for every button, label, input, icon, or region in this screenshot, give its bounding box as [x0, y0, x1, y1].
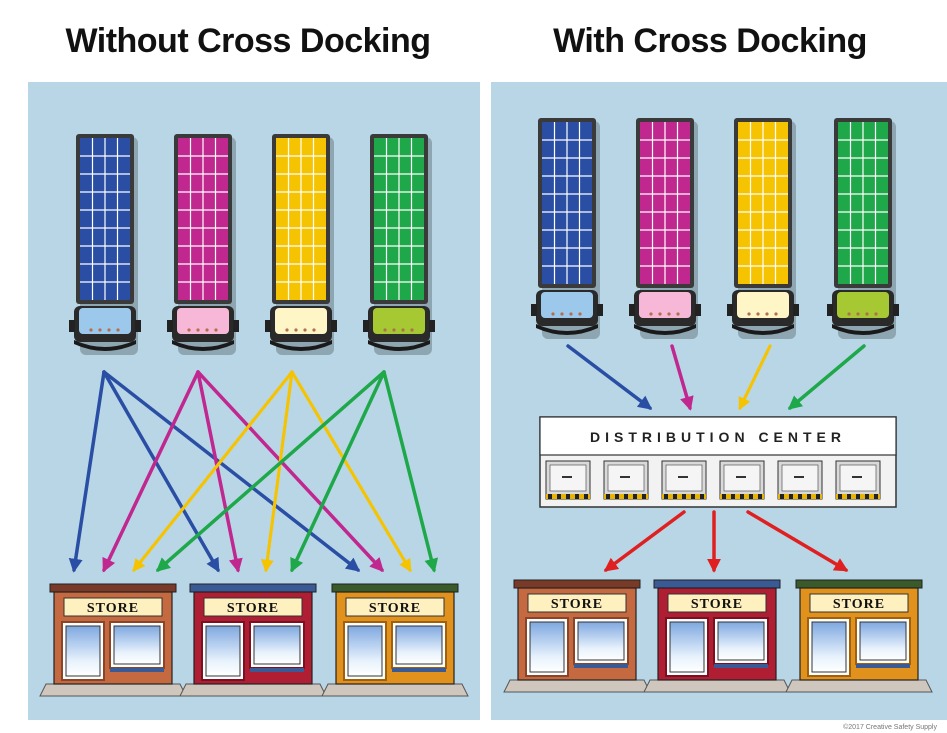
- distribution-center: DISTRIBUTION CENTER: [539, 416, 897, 508]
- sidewalk: [643, 679, 791, 693]
- sidewalk: [39, 683, 187, 697]
- loading-dock-door: [835, 460, 881, 500]
- store-roof: [653, 579, 781, 589]
- truck-blue: [69, 134, 141, 355]
- arrow-dc-to-store-1: [603, 510, 686, 572]
- arrow-green-to-store-2: [290, 370, 386, 573]
- store-roof: [331, 583, 459, 593]
- sidewalk: [785, 679, 933, 693]
- sidewalk: [503, 679, 651, 693]
- trucks-with-cross-docking: [531, 118, 899, 339]
- stores-without-cross-docking: STORE STORE STORE: [39, 583, 469, 697]
- arrow-yellow-to-store-3: [290, 370, 412, 573]
- store-orange: STORE: [785, 579, 933, 693]
- loading-dock-door: [603, 460, 649, 500]
- arrow-green-to-store-3: [382, 370, 439, 573]
- truck-magenta: [167, 134, 239, 355]
- loading-dock-door: [719, 460, 765, 500]
- store-sign: [345, 597, 445, 617]
- loading-dock-door: [545, 460, 591, 500]
- store-sign: [809, 593, 909, 613]
- arrow-blue-to-dc: [566, 344, 653, 410]
- truck-yellow: [727, 118, 799, 339]
- arrow-blue-to-store-2: [102, 370, 220, 573]
- loading-dock-door: [777, 460, 823, 500]
- store-label: STORE: [551, 597, 603, 612]
- arrow-blue-to-store-3: [102, 370, 361, 572]
- arrow-green-to-dc: [787, 344, 866, 410]
- store-roof: [49, 583, 177, 593]
- left-title: Without Cross Docking: [65, 22, 431, 60]
- truck-green: [363, 134, 435, 355]
- store-sign: [527, 593, 627, 613]
- store-label: STORE: [87, 601, 139, 616]
- dc-label: DISTRIBUTION CENTER: [590, 429, 846, 445]
- arrow-green-to-store-1: [155, 370, 386, 572]
- loading-dock-door: [661, 460, 707, 500]
- truck-yellow: [265, 134, 337, 355]
- store-brown: STORE: [39, 583, 187, 697]
- truck-blue: [531, 118, 603, 339]
- store-sign: [203, 597, 303, 617]
- copyright-text: ©2017 Creative Safety Supply: [843, 724, 937, 731]
- arrow-yellow-to-store-2: [260, 370, 294, 573]
- store-label: STORE: [369, 601, 421, 616]
- sidewalk: [179, 683, 327, 697]
- store-sign: [63, 597, 163, 617]
- sidewalk: [321, 683, 469, 697]
- arrow-magenta-to-store-2: [196, 370, 243, 573]
- store-roof: [513, 579, 641, 589]
- store-red: STORE: [179, 583, 327, 697]
- store-red: STORE: [643, 579, 791, 693]
- arrow-blue-to-store-1: [68, 370, 106, 573]
- cross-dock-arrows: [566, 344, 866, 573]
- arrow-yellow-to-store-1: [132, 370, 294, 573]
- arrow-magenta-to-store-1: [102, 370, 200, 573]
- store-sign: [667, 593, 767, 613]
- truck-magenta: [629, 118, 701, 339]
- trucks-without-cross-docking: [69, 134, 435, 355]
- right-title: With Cross Docking: [553, 22, 867, 60]
- truck-green: [827, 118, 899, 339]
- store-roof: [795, 579, 923, 589]
- store-label: STORE: [227, 601, 279, 616]
- arrow-magenta-to-dc: [670, 344, 694, 411]
- arrow-dc-to-store-3: [746, 510, 849, 572]
- direct-shipment-arrows: [68, 370, 439, 573]
- store-roof: [189, 583, 317, 593]
- store-label: STORE: [691, 597, 743, 612]
- store-orange: STORE: [321, 583, 469, 697]
- store-brown: STORE: [503, 579, 651, 693]
- stores-with-cross-docking: STORE STORE STORE: [503, 579, 933, 693]
- store-label: STORE: [833, 597, 885, 612]
- arrow-yellow-to-dc: [738, 344, 772, 411]
- arrow-magenta-to-store-3: [196, 370, 384, 573]
